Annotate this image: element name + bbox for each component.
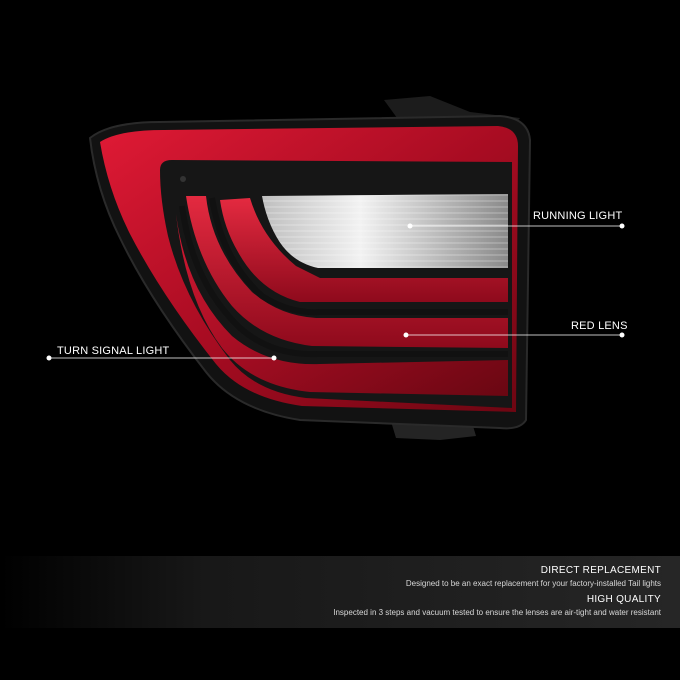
- feature-direct-replacement: DIRECT REPLACEMENT Designed to be an exa…: [406, 565, 661, 589]
- red-lens-bar-2: [186, 196, 508, 348]
- feature-description: Designed to be an exact replacement for …: [405, 579, 661, 588]
- feature-high-quality: HIGH QUALITY Inspected in 3 steps and va…: [333, 594, 661, 618]
- turn-signal-label: TURN SIGNAL LIGHT: [57, 345, 170, 357]
- running-light-label: RUNNING LIGHT: [533, 210, 623, 222]
- feature-title: DIRECT REPLACEMENT: [540, 565, 661, 576]
- red-lens-bar-1: [220, 198, 508, 302]
- feature-description: Inspected in 3 steps and vacuum tested t…: [333, 608, 661, 617]
- callout-running-line: [407, 223, 625, 229]
- feature-band: [0, 556, 680, 628]
- callout-turn-signal-line: [46, 355, 277, 361]
- feature-title: HIGH QUALITY: [586, 594, 661, 605]
- bezel-screw: [180, 176, 186, 182]
- red-lens-bar-3: [176, 214, 508, 396]
- red-lens-label: RED LENS: [571, 320, 628, 332]
- callout-red-lens-line: [403, 332, 625, 338]
